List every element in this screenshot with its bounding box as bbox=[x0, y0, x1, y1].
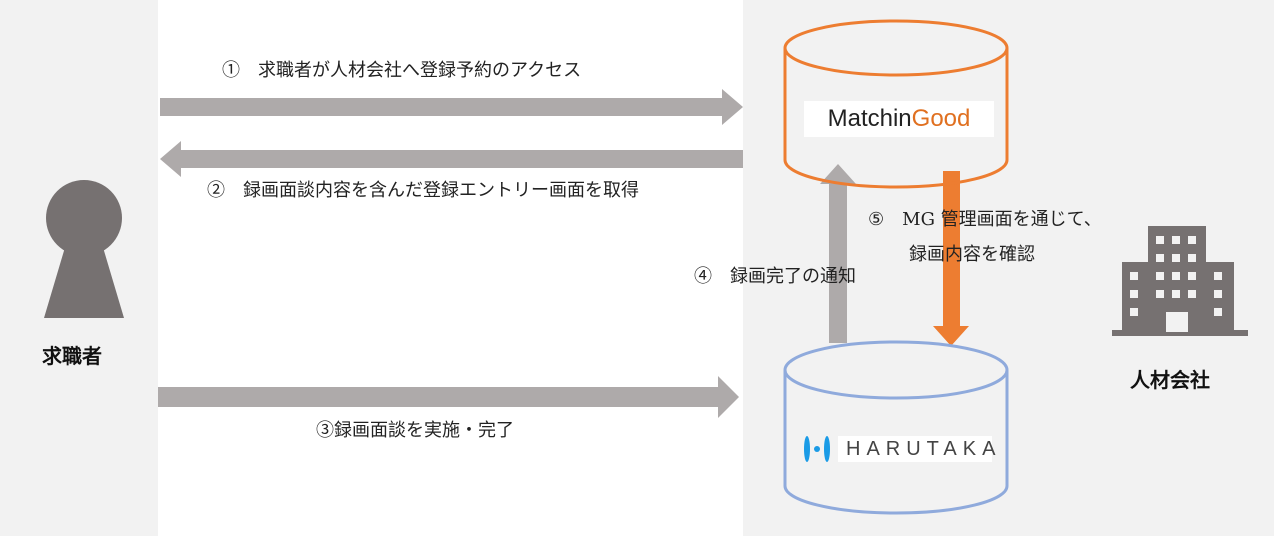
arrow-step3 bbox=[158, 376, 739, 418]
arrow-step2 bbox=[160, 141, 743, 177]
harutaka-cylinder bbox=[783, 340, 1009, 515]
matchingood-logo-part1: Matchin bbox=[827, 105, 912, 132]
arrow-step1 bbox=[160, 89, 743, 125]
process-area bbox=[158, 0, 743, 536]
building-icon bbox=[1112, 226, 1248, 336]
step2-label: ② 録画面談内容を含んだ登録エントリー画面を取得 bbox=[207, 180, 639, 201]
arrow-step4 bbox=[820, 164, 856, 343]
job-seeker-label: 求職者 bbox=[42, 344, 102, 368]
arrow-step5 bbox=[933, 171, 969, 346]
step4-label: ④ 録画完了の通知 bbox=[694, 266, 856, 287]
step1-label: ① 求職者が人材会社へ登録予約のアクセス bbox=[222, 60, 582, 81]
step5-label-line2: 録画内容を確認 bbox=[909, 244, 1035, 265]
harutaka-logo-mark bbox=[804, 436, 830, 462]
step5-label-line1: ⑤ MG 管理画面を通じて、 bbox=[868, 209, 1102, 230]
step3-label: ③録画面談を実施・完了 bbox=[316, 420, 514, 441]
person-icon bbox=[44, 180, 124, 318]
matchingood-logo-part2: Good bbox=[911, 105, 971, 132]
matchingood-cylinder bbox=[783, 19, 1009, 189]
harutaka-logo: HARUTAKA bbox=[838, 436, 995, 462]
company-label: 人材会社 bbox=[1130, 368, 1210, 392]
